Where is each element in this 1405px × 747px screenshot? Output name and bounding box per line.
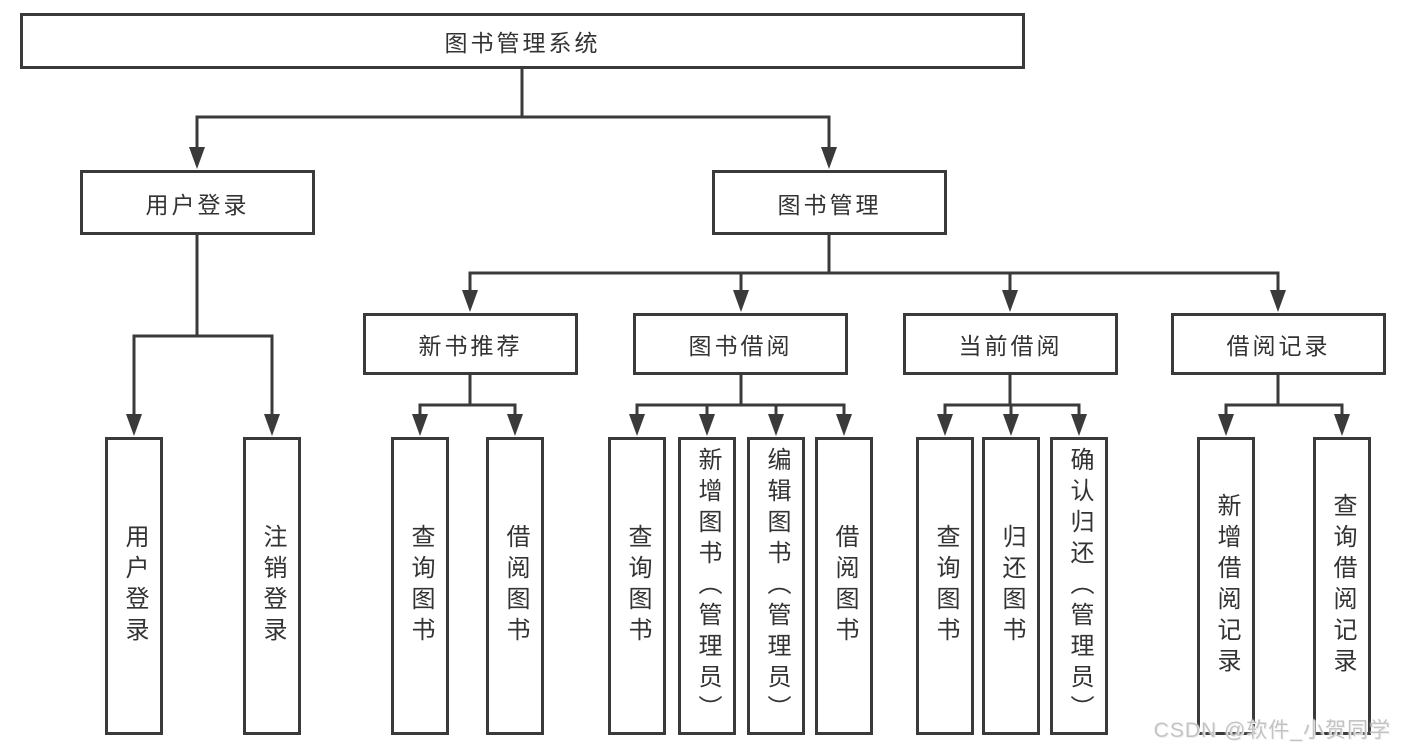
node-leaf-logout-label: 注销登录 [259, 524, 286, 648]
node-leaf-query-books-1: 查询图书 [391, 437, 449, 735]
node-leaf-user-login: 用户登录 [105, 437, 163, 735]
node-leaf-confirm-return-admin: 确认归还（管理员） [1050, 437, 1108, 735]
arrow-current-leaf-3 [1071, 414, 1087, 436]
arrow-book-management [821, 147, 837, 169]
user-login-rail [132, 334, 274, 418]
node-book-management: 图书管理 [712, 170, 947, 235]
node-library-system: 图书管理系统 [20, 13, 1025, 69]
arrow-current-leaf-2 [1003, 414, 1019, 436]
level2-rail [195, 115, 831, 150]
node-leaf-user-login-label: 用户登录 [121, 524, 148, 648]
node-borrow-record: 借阅记录 [1171, 313, 1386, 375]
node-current-borrow-label: 当前借阅 [958, 333, 1063, 359]
node-leaf-logout: 注销登录 [243, 437, 301, 735]
csdn-watermark: CSDN @软件_小贺同学 [1153, 719, 1391, 742]
arrow-user-login [189, 147, 205, 169]
arrow-logout-leaf [264, 414, 280, 436]
node-leaf-query-books-1-label: 查询图书 [407, 524, 434, 648]
arrow-newbook-leaf-2 [507, 414, 523, 436]
node-leaf-add-borrow-record: 新增借阅记录 [1197, 437, 1255, 735]
node-new-book-recommend-label: 新书推荐 [418, 333, 523, 359]
node-leaf-borrow-books-1-label: 借阅图书 [502, 524, 529, 648]
node-leaf-edit-books-admin: 编辑图书（管理员） [747, 437, 805, 735]
node-leaf-query-books-2-label: 查询图书 [624, 524, 651, 648]
node-leaf-query-books-2: 查询图书 [608, 437, 666, 735]
borrow-record-rail [1224, 403, 1344, 418]
arrow-borrow-leaf-3 [768, 414, 784, 436]
node-leaf-add-borrow-record-label: 新增借阅记录 [1213, 493, 1240, 679]
node-book-management-label: 图书管理 [777, 191, 882, 218]
arrow-newbook-leaf-1 [412, 414, 428, 436]
node-leaf-query-books-3-label: 查询图书 [932, 524, 959, 648]
new-book-rail [418, 403, 517, 418]
arrow-borrow-leaf-2 [699, 414, 715, 436]
arrow-current-borrow [1002, 290, 1018, 312]
arrow-borrow-record [1270, 290, 1286, 312]
arrow-record-leaf-2 [1334, 414, 1350, 436]
arrow-new-book [462, 290, 478, 312]
arrow-book-borrow [733, 290, 749, 312]
node-leaf-add-books-admin: 新增图书（管理员） [678, 437, 736, 735]
node-current-borrow: 当前借阅 [903, 313, 1118, 375]
node-book-borrow-label: 图书借阅 [688, 333, 793, 359]
arrow-borrow-leaf-1 [629, 414, 645, 436]
node-leaf-borrow-books-2: 借阅图书 [815, 437, 873, 735]
node-leaf-query-books-3: 查询图书 [916, 437, 974, 735]
arrow-current-leaf-1 [937, 414, 953, 436]
node-book-borrow: 图书借阅 [633, 313, 848, 375]
node-leaf-query-borrow-record-label: 查询借阅记录 [1329, 493, 1356, 679]
node-leaf-borrow-books-2-label: 借阅图书 [831, 524, 858, 648]
level3-rail [468, 271, 1280, 293]
book-borrow-rail [635, 403, 846, 418]
node-leaf-borrow-books-1: 借阅图书 [486, 437, 544, 735]
arrow-record-leaf-1 [1218, 414, 1234, 436]
node-new-book-recommend: 新书推荐 [363, 313, 578, 375]
node-library-system-label: 图书管理系统 [444, 30, 601, 56]
node-user-login: 用户登录 [80, 170, 315, 235]
node-leaf-add-books-admin-label: 新增图书（管理员） [694, 446, 721, 726]
node-leaf-edit-books-admin-label: 编辑图书（管理员） [763, 446, 790, 726]
node-user-login-label: 用户登录 [145, 191, 250, 218]
node-leaf-query-borrow-record: 查询借阅记录 [1313, 437, 1371, 735]
node-leaf-confirm-return-admin-label: 确认归还（管理员） [1066, 446, 1093, 726]
arrow-borrow-leaf-4 [836, 414, 852, 436]
current-borrow-rail [943, 403, 1081, 418]
arrow-login-leaf [126, 414, 142, 436]
node-leaf-return-books: 归还图书 [982, 437, 1040, 735]
node-borrow-record-label: 借阅记录 [1226, 333, 1331, 359]
node-leaf-return-books-label: 归还图书 [998, 524, 1025, 648]
